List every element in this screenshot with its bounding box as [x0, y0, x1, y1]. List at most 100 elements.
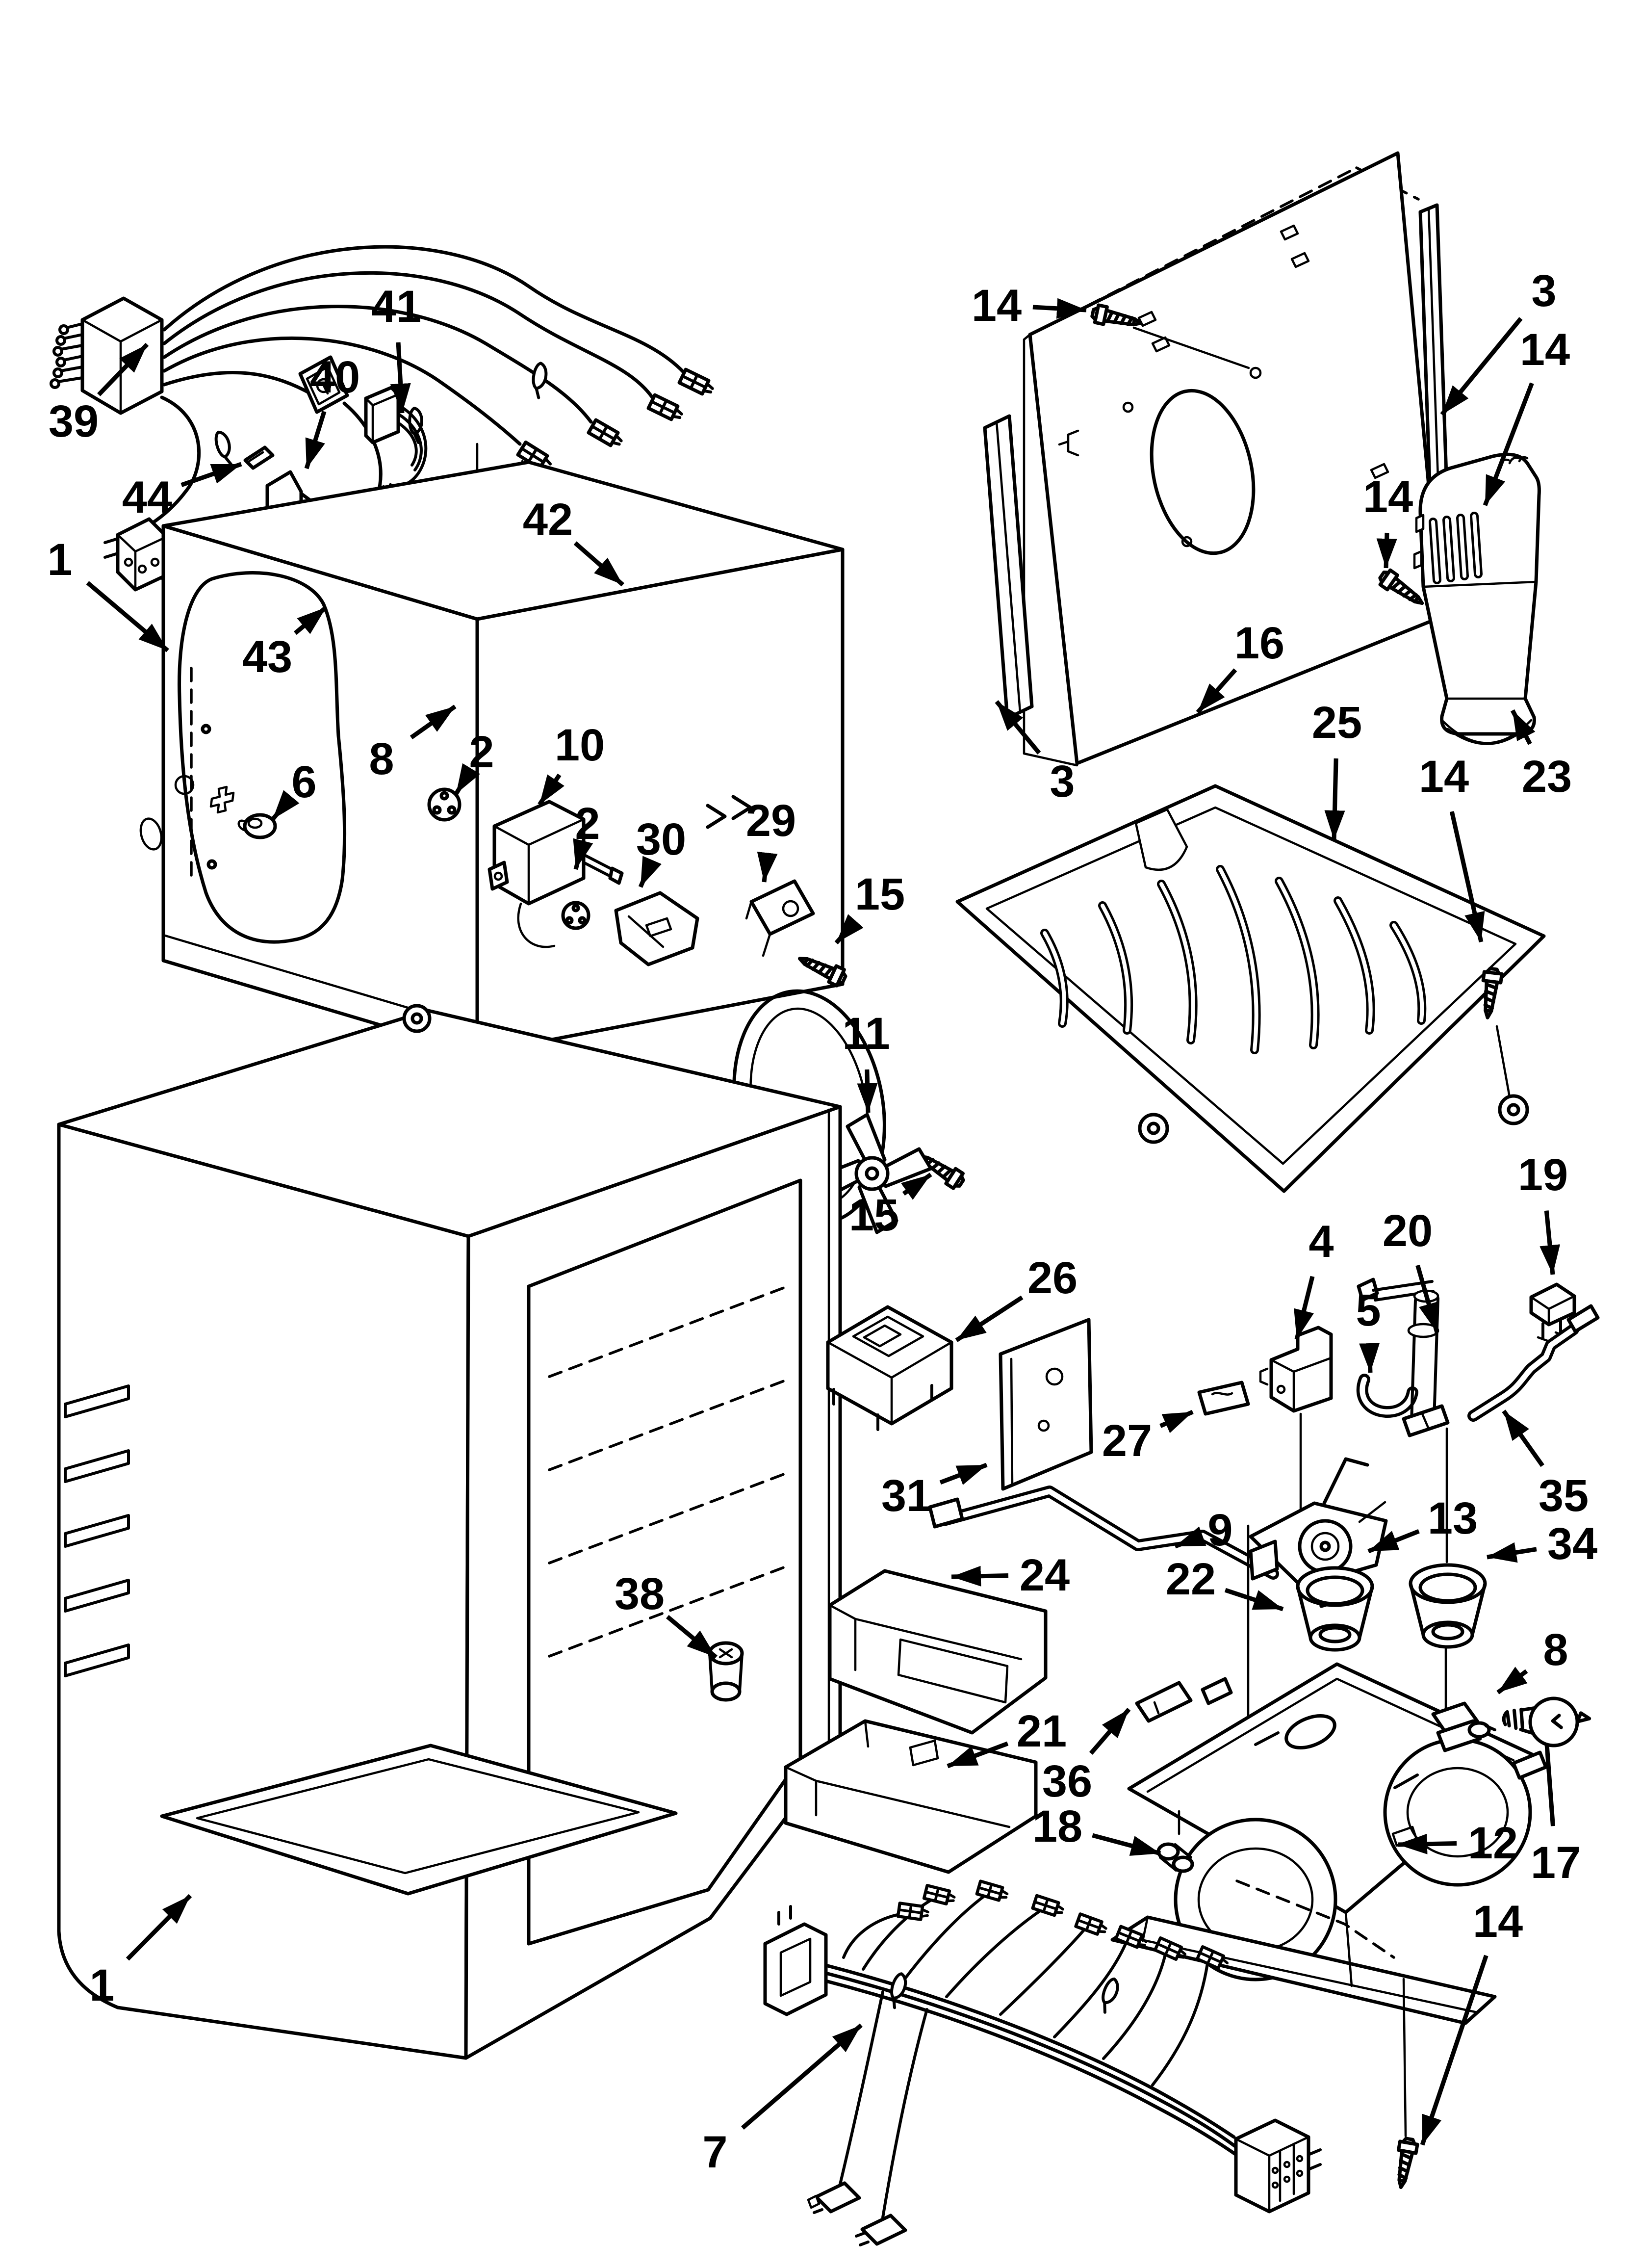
callout-36-warning-label: 36: [1042, 1756, 1092, 1806]
leader-15a: [834, 914, 864, 944]
leader-23: [1511, 709, 1536, 745]
callout-2b-control-knob: 2: [575, 799, 600, 849]
leader-8b: [1496, 1667, 1528, 1694]
defrost-timer: [826, 1305, 953, 1431]
leader-14c: [1376, 532, 1397, 569]
freezer-liner: [139, 460, 845, 1056]
leader-13: [1367, 1529, 1420, 1554]
callout-7-wire-harness-lower: 7: [702, 2127, 727, 2177]
callout-23-air-tower: 23: [1522, 752, 1572, 802]
air-duct-lower: [784, 1719, 1038, 1874]
back-panel-assembly: [983, 151, 1518, 767]
leader-17: [1544, 1744, 1555, 1826]
callout-38-hole-plug: 38: [615, 1569, 665, 1619]
leader-14a: [1032, 298, 1087, 319]
callout-40-lamp-rail: 40: [310, 352, 360, 402]
lamp-housing-assembly: [1110, 1662, 1591, 2189]
leader-5: [1359, 1343, 1380, 1373]
callout-6-grommet: 6: [291, 757, 316, 807]
leader-39: [97, 342, 149, 396]
leader-12: [1397, 1833, 1457, 1854]
leader-38: [666, 1615, 718, 1659]
callout-8a-light-socket: 8: [369, 734, 394, 784]
wire-harness-upper: [50, 245, 715, 702]
callout-11-fan-blade: 11: [842, 1009, 890, 1059]
leader-14f: [1420, 1955, 1488, 2146]
callout-3b-trim-strip: 3: [1050, 756, 1075, 807]
callout-9-defrost-heater: 9: [1207, 1505, 1232, 1555]
callout-12-lamp-housing: 12: [1468, 1818, 1518, 1868]
callout-15b-screw: 15: [849, 1190, 899, 1240]
leader-40: [304, 411, 327, 469]
callout-14c-hex-screw: 14: [1363, 472, 1413, 522]
light-bulb: [1502, 1695, 1591, 1748]
callout-5-retainer-clip: 5: [1356, 1285, 1381, 1335]
leader-14b: [1483, 382, 1534, 506]
terminal: [648, 395, 684, 422]
leader-11: [857, 1069, 878, 1113]
wire-harness-lower: [763, 1881, 1322, 2246]
defrost-thermostat: [1259, 1326, 1333, 1413]
leader-24: [951, 1565, 1009, 1587]
leader-7: [741, 2023, 863, 2130]
harness-clip: [243, 445, 275, 470]
callout-21-air-duct-lower: 21: [1017, 1706, 1067, 1756]
harness-connector-main: [1234, 2118, 1322, 2214]
leader-4: [1294, 1276, 1315, 1340]
light-socket: [1431, 1701, 1496, 1752]
label-sticker: [1197, 1381, 1250, 1416]
control-knob: [427, 787, 462, 822]
hex-screw: [1392, 2138, 1418, 2189]
callout-19-support-clip: 19: [1518, 1150, 1568, 1200]
callout-14a-hex-screw: 14: [972, 281, 1022, 331]
callout-1a-freezer-liner: 1: [47, 535, 72, 585]
control-knob: [561, 901, 590, 930]
callout-31-timer-cover-plate: 31: [881, 1471, 931, 1521]
leader-31: [939, 1462, 988, 1485]
retainer-clip: [1356, 1374, 1418, 1418]
callout-35-wire-retainer: 35: [1539, 1471, 1589, 1521]
leader-34: [1487, 1542, 1537, 1563]
leader-3b: [995, 700, 1041, 755]
leader-15b: [900, 1173, 932, 1200]
leader-21: [947, 1741, 1009, 1769]
callout-15a-screw: 15: [855, 869, 905, 919]
warning-label: [1135, 1681, 1193, 1723]
callout-22-lamp-lens: 22: [1166, 1554, 1216, 1604]
callout-14f-hex-screw: 14: [1473, 1897, 1523, 1947]
leader-30: [638, 856, 662, 888]
callout-25-evaporator-cover: 25: [1312, 698, 1362, 748]
leader-16: [1196, 668, 1237, 714]
terminal: [589, 420, 624, 449]
leader-1a: [86, 581, 169, 652]
lamp-lens: [1298, 1568, 1372, 1650]
callout-1b-liner-shell: 1: [89, 1960, 114, 2010]
leader-19: [1539, 1210, 1561, 1275]
leader-22: [1224, 1588, 1284, 1612]
leader-35: [1502, 1409, 1544, 1467]
leader-20: [1415, 1264, 1439, 1333]
motor-bracket: [1249, 1457, 1388, 1608]
leader-27: [1159, 1409, 1194, 1434]
leader-25: [1324, 758, 1345, 840]
leader-6: [271, 790, 300, 821]
leader-8a: [410, 704, 457, 739]
callout-43-freezer-light-bulb: 43: [242, 632, 292, 682]
callout-27-label-sticker: 27: [1102, 1416, 1152, 1466]
liner-shell: [57, 1004, 842, 2060]
air-damper-control: [487, 800, 624, 948]
callout-44-harness-clip: 44: [122, 472, 172, 522]
liner-drawing: [50, 151, 1600, 2246]
power-plug: [855, 2214, 907, 2246]
leader-26: [955, 1295, 1024, 1342]
leader-3a: [1440, 317, 1523, 416]
callout-3a-trim-strip: 3: [1531, 266, 1556, 316]
callout-2a-control-knob: 2: [469, 727, 494, 777]
grommet: [237, 813, 277, 839]
leader-14d: [1449, 811, 1485, 942]
air-duct-upper: [828, 1569, 1048, 1735]
leader-36: [1089, 1708, 1131, 1755]
callout-42-nameplate: 42: [523, 495, 573, 545]
leader-2a: [454, 763, 481, 795]
